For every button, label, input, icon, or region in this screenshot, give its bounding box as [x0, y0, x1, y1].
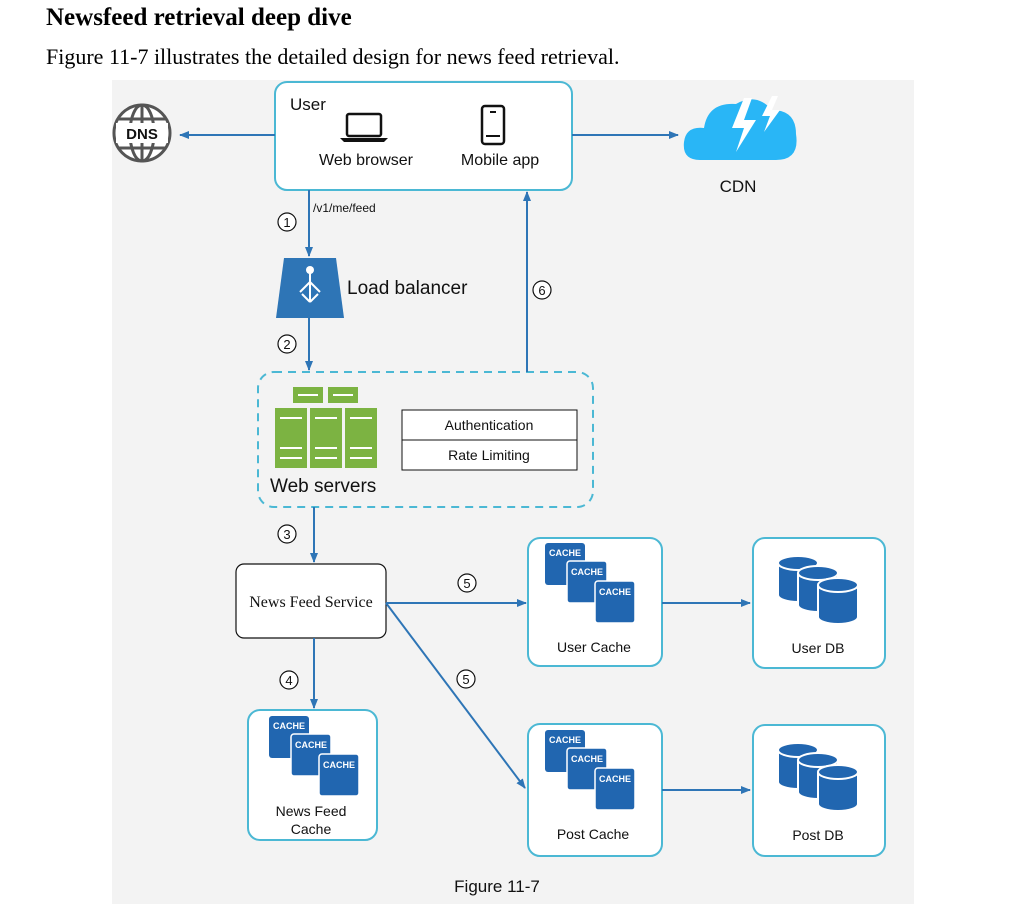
mobile-phone-icon: [480, 104, 506, 146]
mobile-app-label: Mobile app: [461, 152, 539, 169]
post-cache-icon: CACHE CACHE CACHE: [544, 729, 636, 811]
svg-text:CACHE: CACHE: [323, 760, 355, 770]
svg-text:CACHE: CACHE: [599, 587, 631, 597]
svg-text:CACHE: CACHE: [549, 548, 581, 558]
arrow-service-to-post-cache: [385, 602, 526, 789]
step-3-marker: [277, 524, 297, 544]
cdn-icon: [683, 96, 797, 160]
step-6-number: 6: [538, 283, 545, 298]
post-db-label: Post DB: [792, 827, 843, 843]
news-feed-cache-icon: CACHE CACHE CACHE: [268, 715, 360, 797]
step-1-marker: [277, 212, 297, 232]
svg-text:CACHE: CACHE: [599, 774, 631, 784]
svg-text:CACHE: CACHE: [273, 721, 305, 731]
user-db-label: User DB: [792, 640, 845, 656]
page-heading: Newsfeed retrieval deep dive: [46, 4, 352, 31]
dns-icon: DNS: [112, 103, 172, 163]
user-cache-icon: CACHE CACHE CACHE: [544, 542, 636, 624]
rate-limiting-box: [401, 439, 578, 471]
load-balancer-label: Load balancer: [347, 278, 468, 299]
authentication-label: Authentication: [445, 417, 534, 433]
authentication-box: [401, 409, 578, 441]
news-feed-service-label: News Feed Service: [249, 594, 373, 611]
laptop-icon: [340, 112, 388, 142]
cdn-label: CDN: [720, 177, 757, 196]
step-2-marker: [277, 334, 297, 354]
step-4-marker: [279, 670, 299, 690]
svg-text:CACHE: CACHE: [549, 735, 581, 745]
figure-caption: Figure 11-7: [454, 877, 540, 896]
rate-limiting-label: Rate Limiting: [448, 447, 530, 463]
step-4-number: 4: [285, 673, 292, 688]
user-cache-label: User Cache: [557, 639, 631, 655]
step-6-marker: [532, 280, 552, 300]
step-1-number: 1: [283, 215, 290, 230]
step-5a-marker: [457, 573, 477, 593]
svg-text:CACHE: CACHE: [571, 754, 603, 764]
svg-text:CACHE: CACHE: [295, 740, 327, 750]
web-servers-label: Web servers: [270, 476, 376, 497]
load-balancer-icon: [276, 258, 344, 318]
endpoint-label: /v1/me/feed: [313, 201, 376, 215]
svg-text:CACHE: CACHE: [571, 567, 603, 577]
news-feed-cache-label-line2: Cache: [291, 821, 332, 837]
step-5b-number: 5: [462, 672, 469, 687]
step-5b-marker: [456, 669, 476, 689]
step-5a-number: 5: [463, 576, 470, 591]
user-title: User: [290, 95, 326, 114]
post-cache-label: Post Cache: [557, 826, 630, 842]
step-3-number: 3: [283, 527, 290, 542]
web-servers-icon: [275, 387, 377, 468]
intro-text: Figure 11-7 illustrates the detailed des…: [46, 44, 620, 69]
news-feed-service-box: [235, 563, 387, 639]
web-servers-group: [257, 371, 594, 508]
news-feed-cache-label-line1: News Feed: [276, 803, 347, 819]
step-2-number: 2: [283, 337, 290, 352]
web-browser-label: Web browser: [319, 152, 414, 169]
dns-label: DNS: [126, 126, 158, 143]
